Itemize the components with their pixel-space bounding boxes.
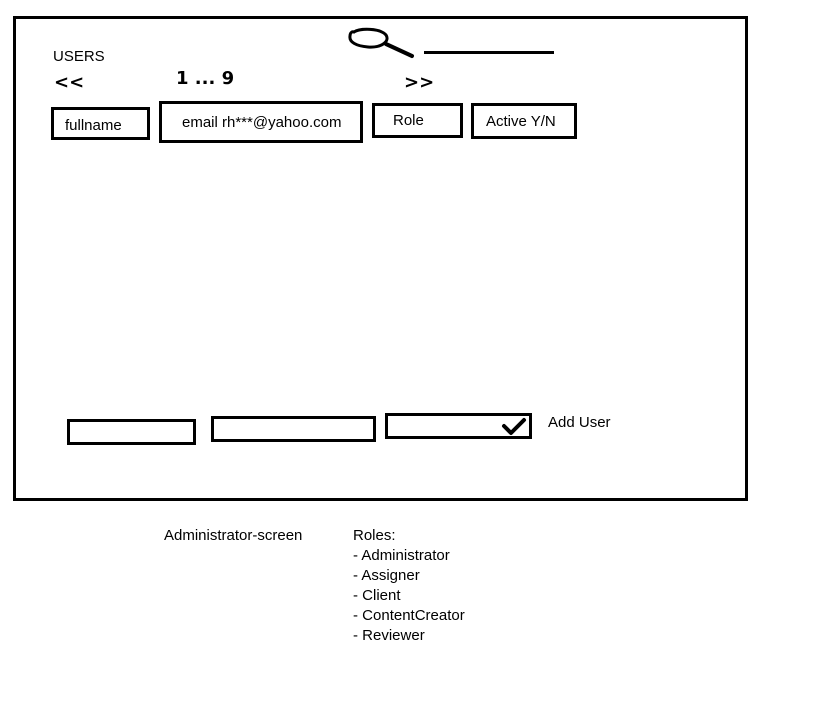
- roles-heading: Roles:: [353, 527, 396, 544]
- user-fullname-cell: fullname: [51, 107, 150, 140]
- roles-list: Administrator Assigner Client ContentCre…: [353, 546, 465, 646]
- add-user-button[interactable]: Add User: [548, 414, 611, 431]
- screen-caption: Administrator-screen: [164, 527, 303, 544]
- new-email-input[interactable]: [211, 416, 376, 442]
- next-page-link[interactable]: >>: [404, 72, 435, 93]
- role-item: Reviewer: [353, 626, 465, 646]
- search-input[interactable]: [424, 51, 554, 54]
- new-fullname-input[interactable]: [67, 419, 196, 445]
- user-email-cell: email rh***@yahoo.com: [159, 101, 363, 143]
- page-title: USERS: [53, 48, 105, 65]
- user-email: email rh***@yahoo.com: [182, 113, 342, 131]
- user-role: Role: [393, 112, 424, 129]
- user-role-cell: Role: [372, 103, 463, 138]
- roles-legend: Roles: Administrator Assigner Client Con…: [353, 526, 465, 646]
- search-icon[interactable]: [346, 26, 416, 62]
- page-numbers[interactable]: 1 ... 9: [176, 68, 235, 89]
- role-item: ContentCreator: [353, 606, 465, 626]
- user-active-cell[interactable]: Active Y/N: [471, 103, 577, 139]
- prev-page-link[interactable]: <<: [54, 72, 85, 93]
- user-active-toggle[interactable]: Active Y/N: [486, 112, 556, 130]
- role-item: Client: [353, 586, 465, 606]
- role-item: Assigner: [353, 566, 465, 586]
- role-item: Administrator: [353, 546, 465, 566]
- check-icon: [502, 418, 526, 435]
- admin-screen-frame: [13, 16, 748, 501]
- user-fullname: fullname: [65, 117, 122, 134]
- new-role-select[interactable]: [385, 413, 532, 439]
